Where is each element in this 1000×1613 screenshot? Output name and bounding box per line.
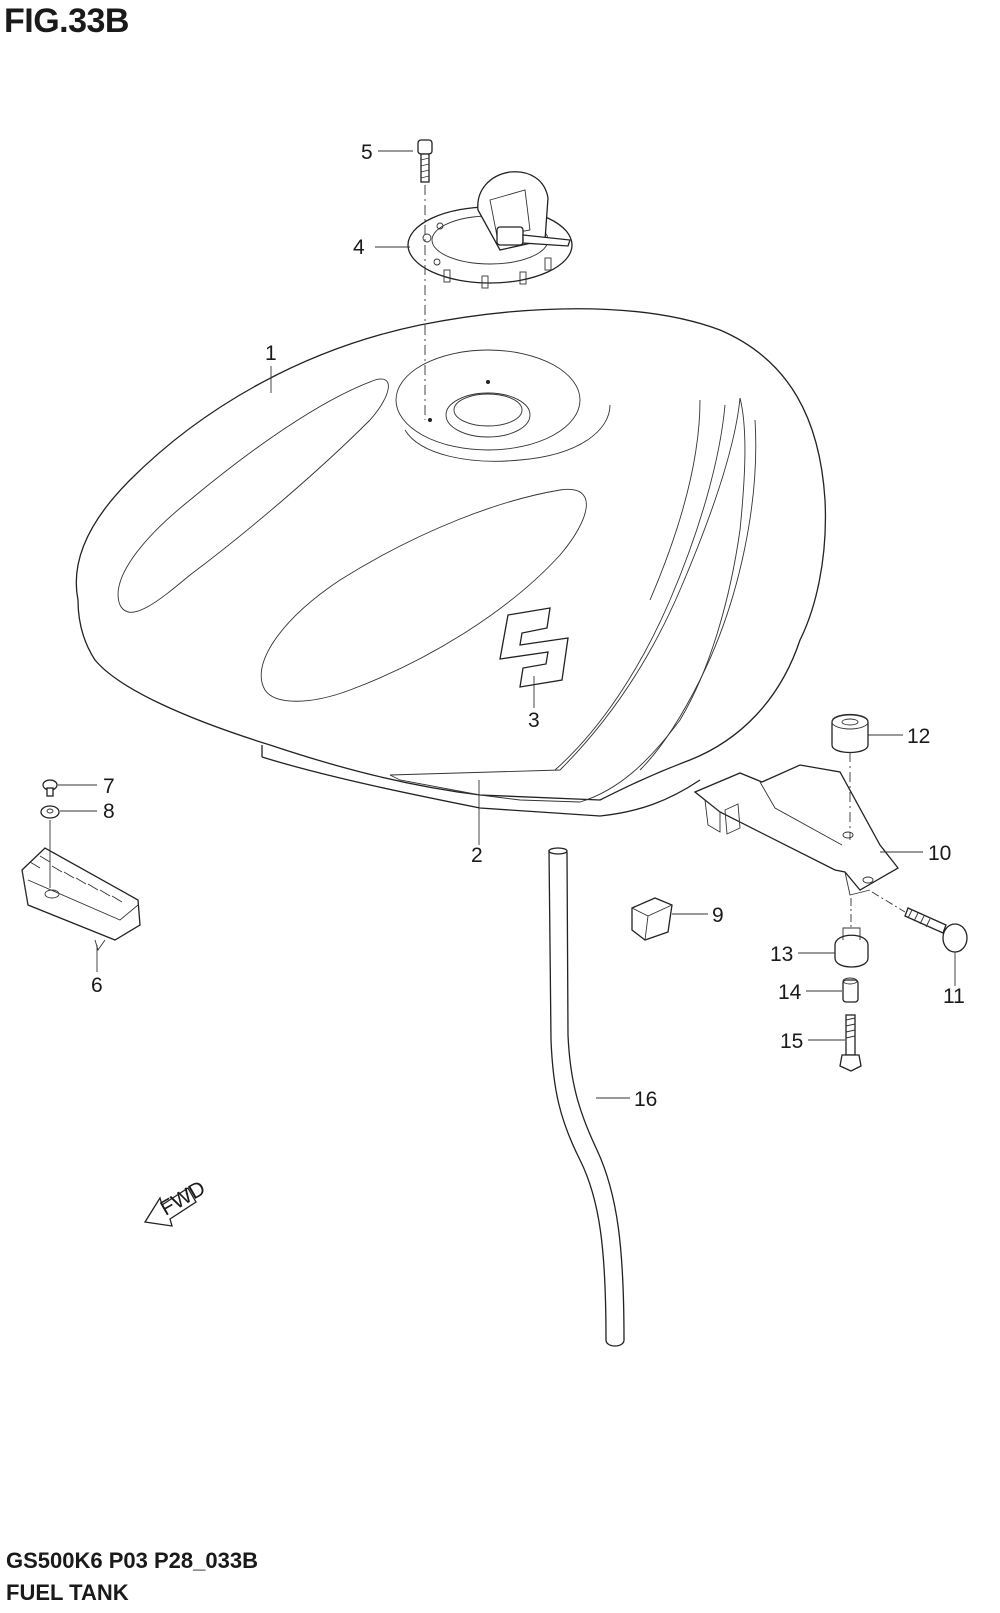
leader-lines: [58, 150, 956, 1099]
cushion-9: [631, 897, 673, 941]
callout-5: 5: [361, 141, 373, 164]
pad-6: [21, 847, 141, 952]
callout-1: 1: [265, 342, 277, 365]
bolt-15: [839, 1014, 862, 1072]
callout-7: 7: [103, 775, 115, 798]
callout-6: 6: [91, 974, 103, 997]
screw-7: [42, 779, 58, 797]
fwd-arrow: FWD: [143, 1177, 209, 1227]
fwd-label: FWD: [156, 1177, 209, 1221]
diagram-code: GS500K6 P03 P28_033B: [6, 1548, 258, 1573]
callout-8: 8: [103, 800, 115, 823]
callout-15: 15: [780, 1030, 803, 1053]
callout-10: 10: [928, 842, 951, 865]
collar-14: [842, 977, 859, 1003]
callout-4: 4: [353, 236, 365, 259]
callout-3: 3: [528, 709, 540, 732]
fuel-cap: [407, 171, 573, 289]
callout-12: 12: [907, 725, 930, 748]
callout-16: 16: [634, 1088, 657, 1111]
callout-14: 14: [778, 981, 802, 1004]
callout-9: 9: [712, 904, 724, 927]
washer-8: [40, 805, 60, 819]
callout-13: 13: [770, 943, 793, 966]
callout-2: 2: [471, 844, 483, 867]
bolt-5: [417, 139, 433, 183]
figure-title: FIG.33B: [4, 2, 129, 40]
hose-16: [548, 847, 625, 1347]
grommet-13: [834, 927, 869, 968]
bracket-10: [693, 764, 899, 896]
callout-11: 11: [943, 985, 965, 1008]
fuel-tank: [75, 308, 827, 817]
bolt-11: [904, 907, 968, 953]
assembly-name: FUEL TANK: [6, 1580, 129, 1605]
grommet-12: [831, 713, 869, 754]
